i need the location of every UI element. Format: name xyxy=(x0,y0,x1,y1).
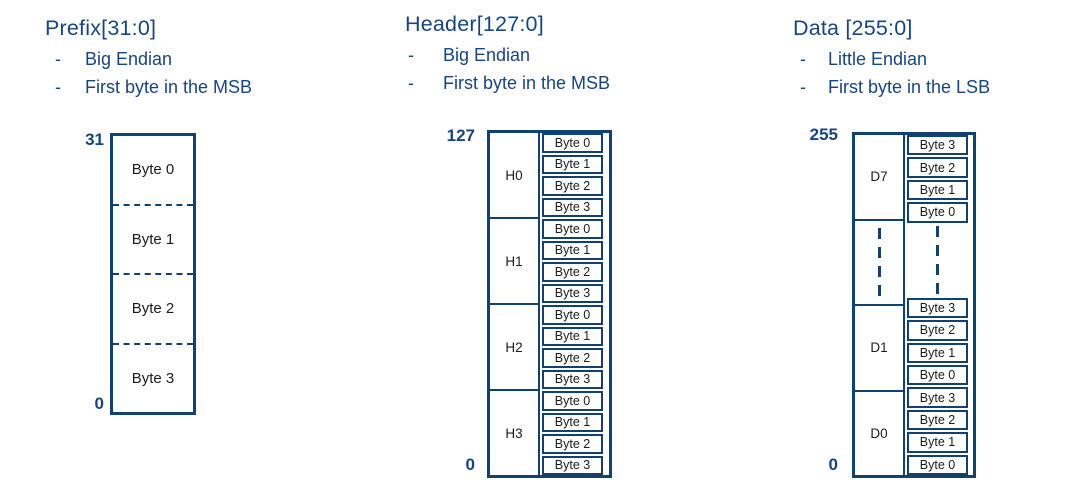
bullet-dash: - xyxy=(800,77,806,97)
header-byte-cell: Byte 1 xyxy=(542,326,603,346)
header-msb-bit-label: 127 xyxy=(446,126,475,145)
prefix-bullet-1: - Big Endian xyxy=(55,49,172,70)
data-byte-cell: Byte 2 xyxy=(907,157,968,178)
data-bullet-1: - Little Endian xyxy=(800,49,927,70)
header-group-label: H0 xyxy=(505,167,523,183)
header-byte-cell: Byte 2 xyxy=(542,348,603,368)
header-bullet-2: - First byte in the MSB xyxy=(408,73,610,94)
bullet-dash: - xyxy=(55,77,61,97)
data-lsb-bit-label: 0 xyxy=(828,455,838,474)
bullet-dash: - xyxy=(408,73,414,93)
data-bullet-2: - First byte in the LSB xyxy=(800,77,990,98)
data-byte-cell: Byte 1 xyxy=(907,179,968,201)
header-byte-cell: Byte 3 xyxy=(542,283,603,303)
header-group-label: H3 xyxy=(490,389,538,475)
data-byte-cell: Byte 3 xyxy=(907,297,968,319)
data-byte-cell: Byte 3 xyxy=(907,135,968,156)
ellipsis-dashed-line xyxy=(877,228,881,297)
header-byte-cell: Byte 3 xyxy=(542,197,603,217)
header-byte-cell: Byte 2 xyxy=(542,434,603,454)
bullet-text: Big Endian xyxy=(443,45,531,65)
header-byte-cell: Byte 1 xyxy=(542,412,603,432)
data-group-label: D0 xyxy=(855,389,903,476)
header-byte-cell: Byte 0 xyxy=(542,305,603,325)
data-byte-cell: Byte 1 xyxy=(907,432,968,453)
ellipsis-dashed-line xyxy=(936,226,939,295)
data-group-label: D1 xyxy=(855,304,903,390)
prefix-byte-cell: Byte 2 xyxy=(113,273,193,343)
data-title: Data [255:0] xyxy=(793,16,913,40)
header-byte-cell: Byte 0 xyxy=(542,391,603,411)
prefix-byte-cell: Byte 3 xyxy=(113,342,193,413)
bullet-text: First byte in the MSB xyxy=(443,73,611,93)
header-bullet-1: - Big Endian xyxy=(408,45,530,66)
bullet-text: First byte in the LSB xyxy=(828,77,991,97)
prefix-msb-bit-label: 31 xyxy=(85,130,104,149)
header-byte-cell: Byte 1 xyxy=(542,240,603,260)
header-byte-cell: Byte 2 xyxy=(542,176,603,196)
bullet-dash: - xyxy=(55,49,61,69)
prefix-bullet-2: - First byte in the MSB xyxy=(55,77,252,98)
header-title: Header[127:0] xyxy=(405,12,544,36)
bullet-text: First byte in the MSB xyxy=(85,77,253,97)
header-group-label: H2 xyxy=(490,303,538,389)
prefix-title: Prefix[31:0] xyxy=(45,16,157,40)
prefix-lsb-bit-label: 0 xyxy=(94,394,104,413)
bullet-text: Little Endian xyxy=(828,49,928,69)
data-byte-cell: Byte 2 xyxy=(907,320,968,341)
data-ellipsis-right xyxy=(907,225,968,296)
data-byte-cell: Byte 0 xyxy=(907,202,968,223)
bullet-dash: - xyxy=(800,49,806,69)
prefix-byte-cell: Byte 1 xyxy=(113,203,193,274)
header-byte-cell: Byte 3 xyxy=(542,455,603,475)
data-byte-cell: Byte 0 xyxy=(907,365,968,386)
bullet-dash: - xyxy=(408,45,414,65)
header-byte-cell: Byte 3 xyxy=(542,369,603,389)
header-group-label: H1 xyxy=(490,217,538,303)
header-byte-cell: Byte 0 xyxy=(542,133,603,153)
data-byte-cell: Byte 0 xyxy=(907,454,968,475)
bullet-text: Big Endian xyxy=(85,49,173,69)
data-group-label: D7 xyxy=(870,169,888,185)
data-msb-bit-label: 255 xyxy=(809,125,838,144)
header-byte-cell: Byte 2 xyxy=(542,262,603,282)
header-lsb-bit-label: 0 xyxy=(465,455,475,474)
header-byte-cell: Byte 0 xyxy=(542,219,603,239)
prefix-byte-cell: Byte 0 xyxy=(131,161,175,179)
header-byte-cell: Byte 1 xyxy=(542,154,603,174)
data-byte-cell: Byte 2 xyxy=(907,409,968,431)
data-byte-cell: Byte 1 xyxy=(907,342,968,364)
data-byte-cell: Byte 3 xyxy=(907,387,968,408)
data-ellipsis-left xyxy=(855,218,903,305)
